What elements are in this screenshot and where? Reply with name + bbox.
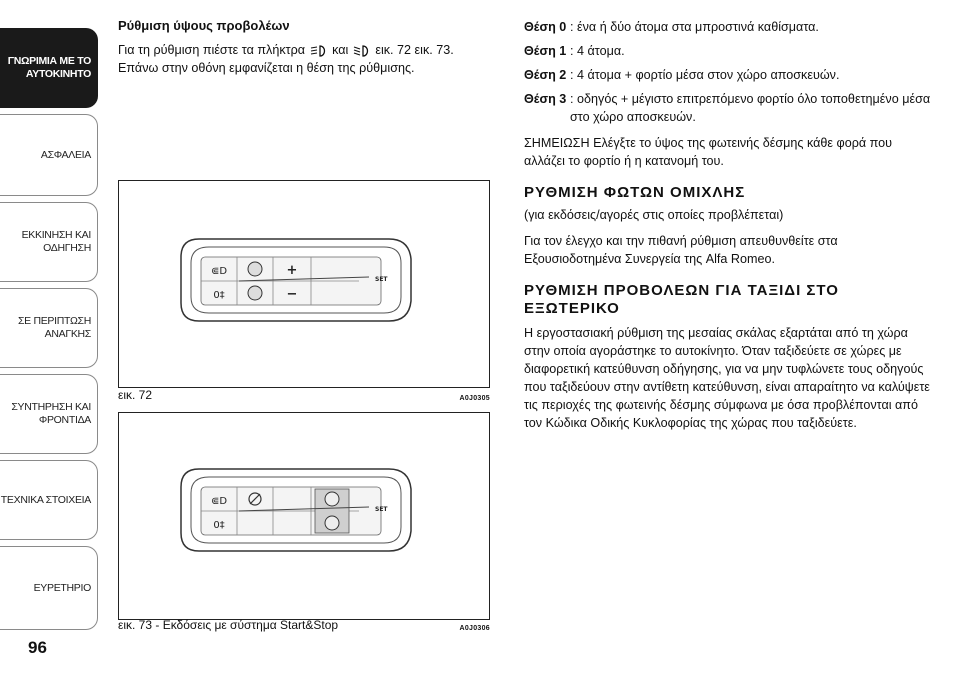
svg-text:0‡: 0‡	[213, 520, 224, 531]
fog-lights-text: Για τον έλεγχο και την πιθανή ρύθμιση απ…	[524, 234, 838, 266]
switch-panel-72-illustration: ⋐D 0‡ + − SET	[180, 238, 412, 322]
svg-text:+: +	[287, 263, 298, 278]
position-item: Θέση 1 : 4 άτομα.	[524, 42, 934, 60]
position-text: : 4 άτομα + φορτίο μέσα στον χώρο αποσκε…	[570, 68, 840, 82]
intro-and: και	[332, 43, 349, 57]
figure-72-caption: εικ. 72 A0J0305	[118, 388, 490, 402]
tab-label-line: ΕΚΚΙΝΗΣΗ ΚΑΙ	[21, 229, 92, 241]
chapter-sidebar: ΓΝΩΡΙΜΙΑ ΜΕ ΤΟ ΑΥΤΟΚΙΝΗΤΟ ΑΣΦΑΛΕΙΑ ΕΚΚΙΝ…	[0, 0, 100, 686]
intro-text-a: Για τη ρύθμιση πιέστε τα πλήκτρα	[118, 43, 306, 57]
fig72-code: A0J0305	[459, 395, 490, 402]
position-list: Θέση 0 : ένα ή δύο άτομα στα μπροστινά κ…	[524, 18, 934, 126]
position-text: : 4 άτομα.	[570, 44, 625, 58]
position-key: Θέση 0	[524, 20, 567, 34]
figure-73-caption: εικ. 73 - Εκδόσεις με σύστημα Start&Stop…	[118, 618, 490, 632]
travel-abroad-text: Η εργοστασιακή ρύθμιση της μεσαίας σκάλα…	[524, 326, 930, 430]
tab-emergency[interactable]: ΣΕ ΠΕΡΙΠΤΩΣΗ ΑΝΑΓΚΗΣ	[0, 288, 98, 368]
switch-panel-73-illustration: ⋐D 0‡ SET	[180, 468, 412, 552]
position-text: : οδηγός + μέγιστο επιτρεπόμενο φορτίο ό…	[570, 92, 931, 124]
right-column: Θέση 0 : ένα ή δύο άτομα στα μπροστινά κ…	[524, 18, 934, 432]
figure-72: ⋐D 0‡ + − SET	[118, 180, 490, 388]
tab-technical-data[interactable]: ΤΕΧΝΙΚΑ ΣΤΟΙΧΕΙΑ	[0, 460, 98, 540]
tab-label-line: ΑΣΦΑΛΕΙΑ	[40, 148, 91, 161]
tab-starting-driving[interactable]: ΕΚΚΙΝΗΣΗ ΚΑΙ ΟΔΗΓΗΣΗ	[0, 202, 98, 282]
tab-label-line: ΣΥΝΤΗΡΗΣΗ ΚΑΙ	[11, 401, 91, 413]
svg-text:0‡: 0‡	[213, 290, 224, 301]
tab-label-line: ΑΥΤΟΚΙΝΗΤΟ	[25, 68, 91, 80]
tab-label-line: ΟΔΗΓΗΣΗ	[43, 242, 91, 254]
intro-text-b: εικ. 72 εικ. 73. Επάνω	[118, 43, 454, 75]
note-paragraph: ΣΗΜΕΙΩΣΗ Ελέγξτε το ύψος της φωτεινής δέ…	[524, 136, 893, 168]
svg-text:−: −	[287, 287, 298, 302]
tab-label-line: ΦΡΟΝΤΙΔΑ	[38, 414, 91, 426]
fig73-code: A0J0306	[459, 625, 490, 632]
tab-label-line: ΣΕ ΠΕΡΙΠΤΩΣΗ	[17, 315, 91, 327]
svg-text:⋐D: ⋐D	[211, 496, 227, 507]
page-number: 96	[28, 638, 47, 657]
tab-safety[interactable]: ΑΣΦΑΛΕΙΑ	[0, 114, 98, 196]
section-heading: Ρύθμιση ύψους προβολέων	[118, 18, 290, 33]
position-item: Θέση 3 : οδηγός + μέγιστο επιτρεπόμενο φ…	[524, 90, 934, 126]
headlamp-down-icon	[353, 45, 368, 57]
fog-lights-subtitle: (για εκδόσεις/αγορές στις οποίες προβλέπ…	[524, 208, 784, 222]
headlamp-up-icon	[310, 45, 325, 57]
tab-label-line: ΑΝΑΓΚΗΣ	[44, 328, 92, 340]
set-label-72: SET	[375, 276, 388, 283]
travel-abroad-title: ΡΥΘΜΙΣΗ ΠΡΟΒΟΛΕΩΝ ΓΙΑ ΤΑΞΙΔΙ ΣΤΟ ΕΞΩΤΕΡΙ…	[524, 282, 839, 317]
position-item: Θέση 2 : 4 άτομα + φορτίο μέσα στον χώρο…	[524, 66, 934, 84]
fog-lights-title: ΡΥΘΜΙΣΗ ΦΩΤΩΝ ΟΜΙΧΛΗΣ	[524, 184, 746, 201]
tab-maintenance[interactable]: ΣΥΝΤΗΡΗΣΗ ΚΑΙ ΦΡΟΝΤΙΔΑ	[0, 374, 98, 454]
figure-73: ⋐D 0‡ SET	[118, 412, 490, 620]
position-key: Θέση 1	[524, 44, 567, 58]
set-label-73: SET	[375, 506, 388, 513]
tab-getting-to-know-car[interactable]: ΓΝΩΡΙΜΙΑ ΜΕ ΤΟ ΑΥΤΟΚΙΝΗΤΟ	[0, 28, 98, 108]
position-text: : ένα ή δύο άτομα στα μπροστινά καθίσματ…	[570, 20, 819, 34]
fig73-caption-text: εικ. 73 - Εκδόσεις με σύστημα Start&Stop	[118, 618, 339, 632]
fig72-caption-text: εικ. 72	[118, 388, 153, 402]
tab-label-line: ΕΥΡΕΤΗΡΙΟ	[33, 581, 92, 594]
position-key: Θέση 3	[524, 92, 567, 106]
tab-label-line: ΤΕΧΝΙΚΑ ΣΤΟΙΧΕΙΑ	[0, 493, 92, 506]
position-item: Θέση 0 : ένα ή δύο άτομα στα μπροστινά κ…	[524, 18, 934, 36]
tab-label-line: ΓΝΩΡΙΜΙΑ ΜΕ ΤΟ	[7, 55, 92, 67]
intro-paragraph: Για τη ρύθμιση πιέστε τα πλήκτρα και εικ…	[118, 41, 490, 77]
svg-text:⋐D: ⋐D	[211, 266, 227, 277]
tab-index[interactable]: ΕΥΡΕΤΗΡΙΟ	[0, 546, 98, 630]
position-key: Θέση 2	[524, 68, 567, 82]
intro-text-c: στην οθόνη εμφανίζεται η θέση της ρύθμισ…	[161, 61, 415, 75]
left-column: Ρύθμιση ύψους προβολέων Για τη ρύθμιση π…	[118, 18, 490, 77]
